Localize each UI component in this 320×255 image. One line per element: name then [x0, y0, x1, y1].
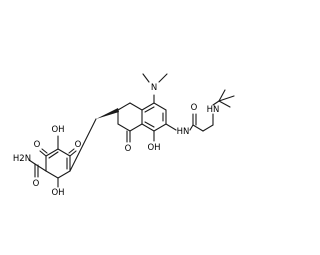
- bond: [141, 123, 155, 132]
- bond: [129, 102, 143, 111]
- bond: [129, 123, 143, 132]
- structure-svg: H2N O O OH O OH N O OH HN O HN: [13, 73, 235, 198]
- quinone-hydroxyl-bottom-label: OH: [51, 188, 64, 198]
- bond: [189, 124, 194, 131]
- carboxamide-nh2-label: H2N: [13, 154, 31, 164]
- bond: [28, 159, 36, 165]
- bond: [39, 150, 47, 157]
- bond: [202, 124, 214, 132]
- bond: [68, 148, 75, 154]
- amide-oxygen-label: O: [33, 179, 40, 189]
- bond: [165, 123, 177, 131]
- phenol-hydroxyl-label: OH: [147, 143, 160, 153]
- glycyl-oxygen-label: O: [191, 103, 198, 113]
- bond: [34, 163, 47, 172]
- bond: [69, 118, 97, 172]
- bond: [57, 148, 71, 157]
- bond: [158, 73, 168, 83]
- quinone-oxygen-left-label: O: [34, 140, 41, 150]
- bonds: [28, 73, 235, 188]
- bond: [192, 124, 204, 132]
- quinone-oxygen-right-label: O: [75, 140, 82, 150]
- bond: [69, 150, 77, 157]
- bond: [153, 123, 167, 132]
- amide-nh-label: HN: [177, 127, 190, 137]
- bond: [141, 102, 155, 111]
- molecule-structure-diagram: H2N O O OH O OH N O OH HN O HN: [13, 73, 235, 198]
- quinone-hydroxyl-top-label: OH: [51, 125, 64, 135]
- stereo-wedge: [96, 108, 119, 119]
- bond: [117, 102, 131, 111]
- ketone-oxygen-label: O: [125, 144, 132, 154]
- bond: [41, 148, 48, 154]
- bond: [144, 106, 155, 113]
- bond: [218, 100, 231, 108]
- amine-nh-label: HN: [207, 105, 220, 115]
- bond: [142, 73, 150, 83]
- atom-labels: H2N O O OH O OH N O OH HN O HN: [13, 83, 219, 198]
- bond: [218, 89, 226, 102]
- dimethylamino-nitrogen-label: N: [151, 83, 157, 93]
- bond: [153, 102, 167, 111]
- bond: [144, 121, 155, 128]
- bond: [45, 170, 59, 179]
- bond: [45, 148, 59, 157]
- bond: [218, 95, 235, 102]
- bond: [212, 100, 220, 106]
- bond: [57, 170, 71, 179]
- bond: [48, 151, 59, 159]
- bond: [117, 123, 131, 132]
